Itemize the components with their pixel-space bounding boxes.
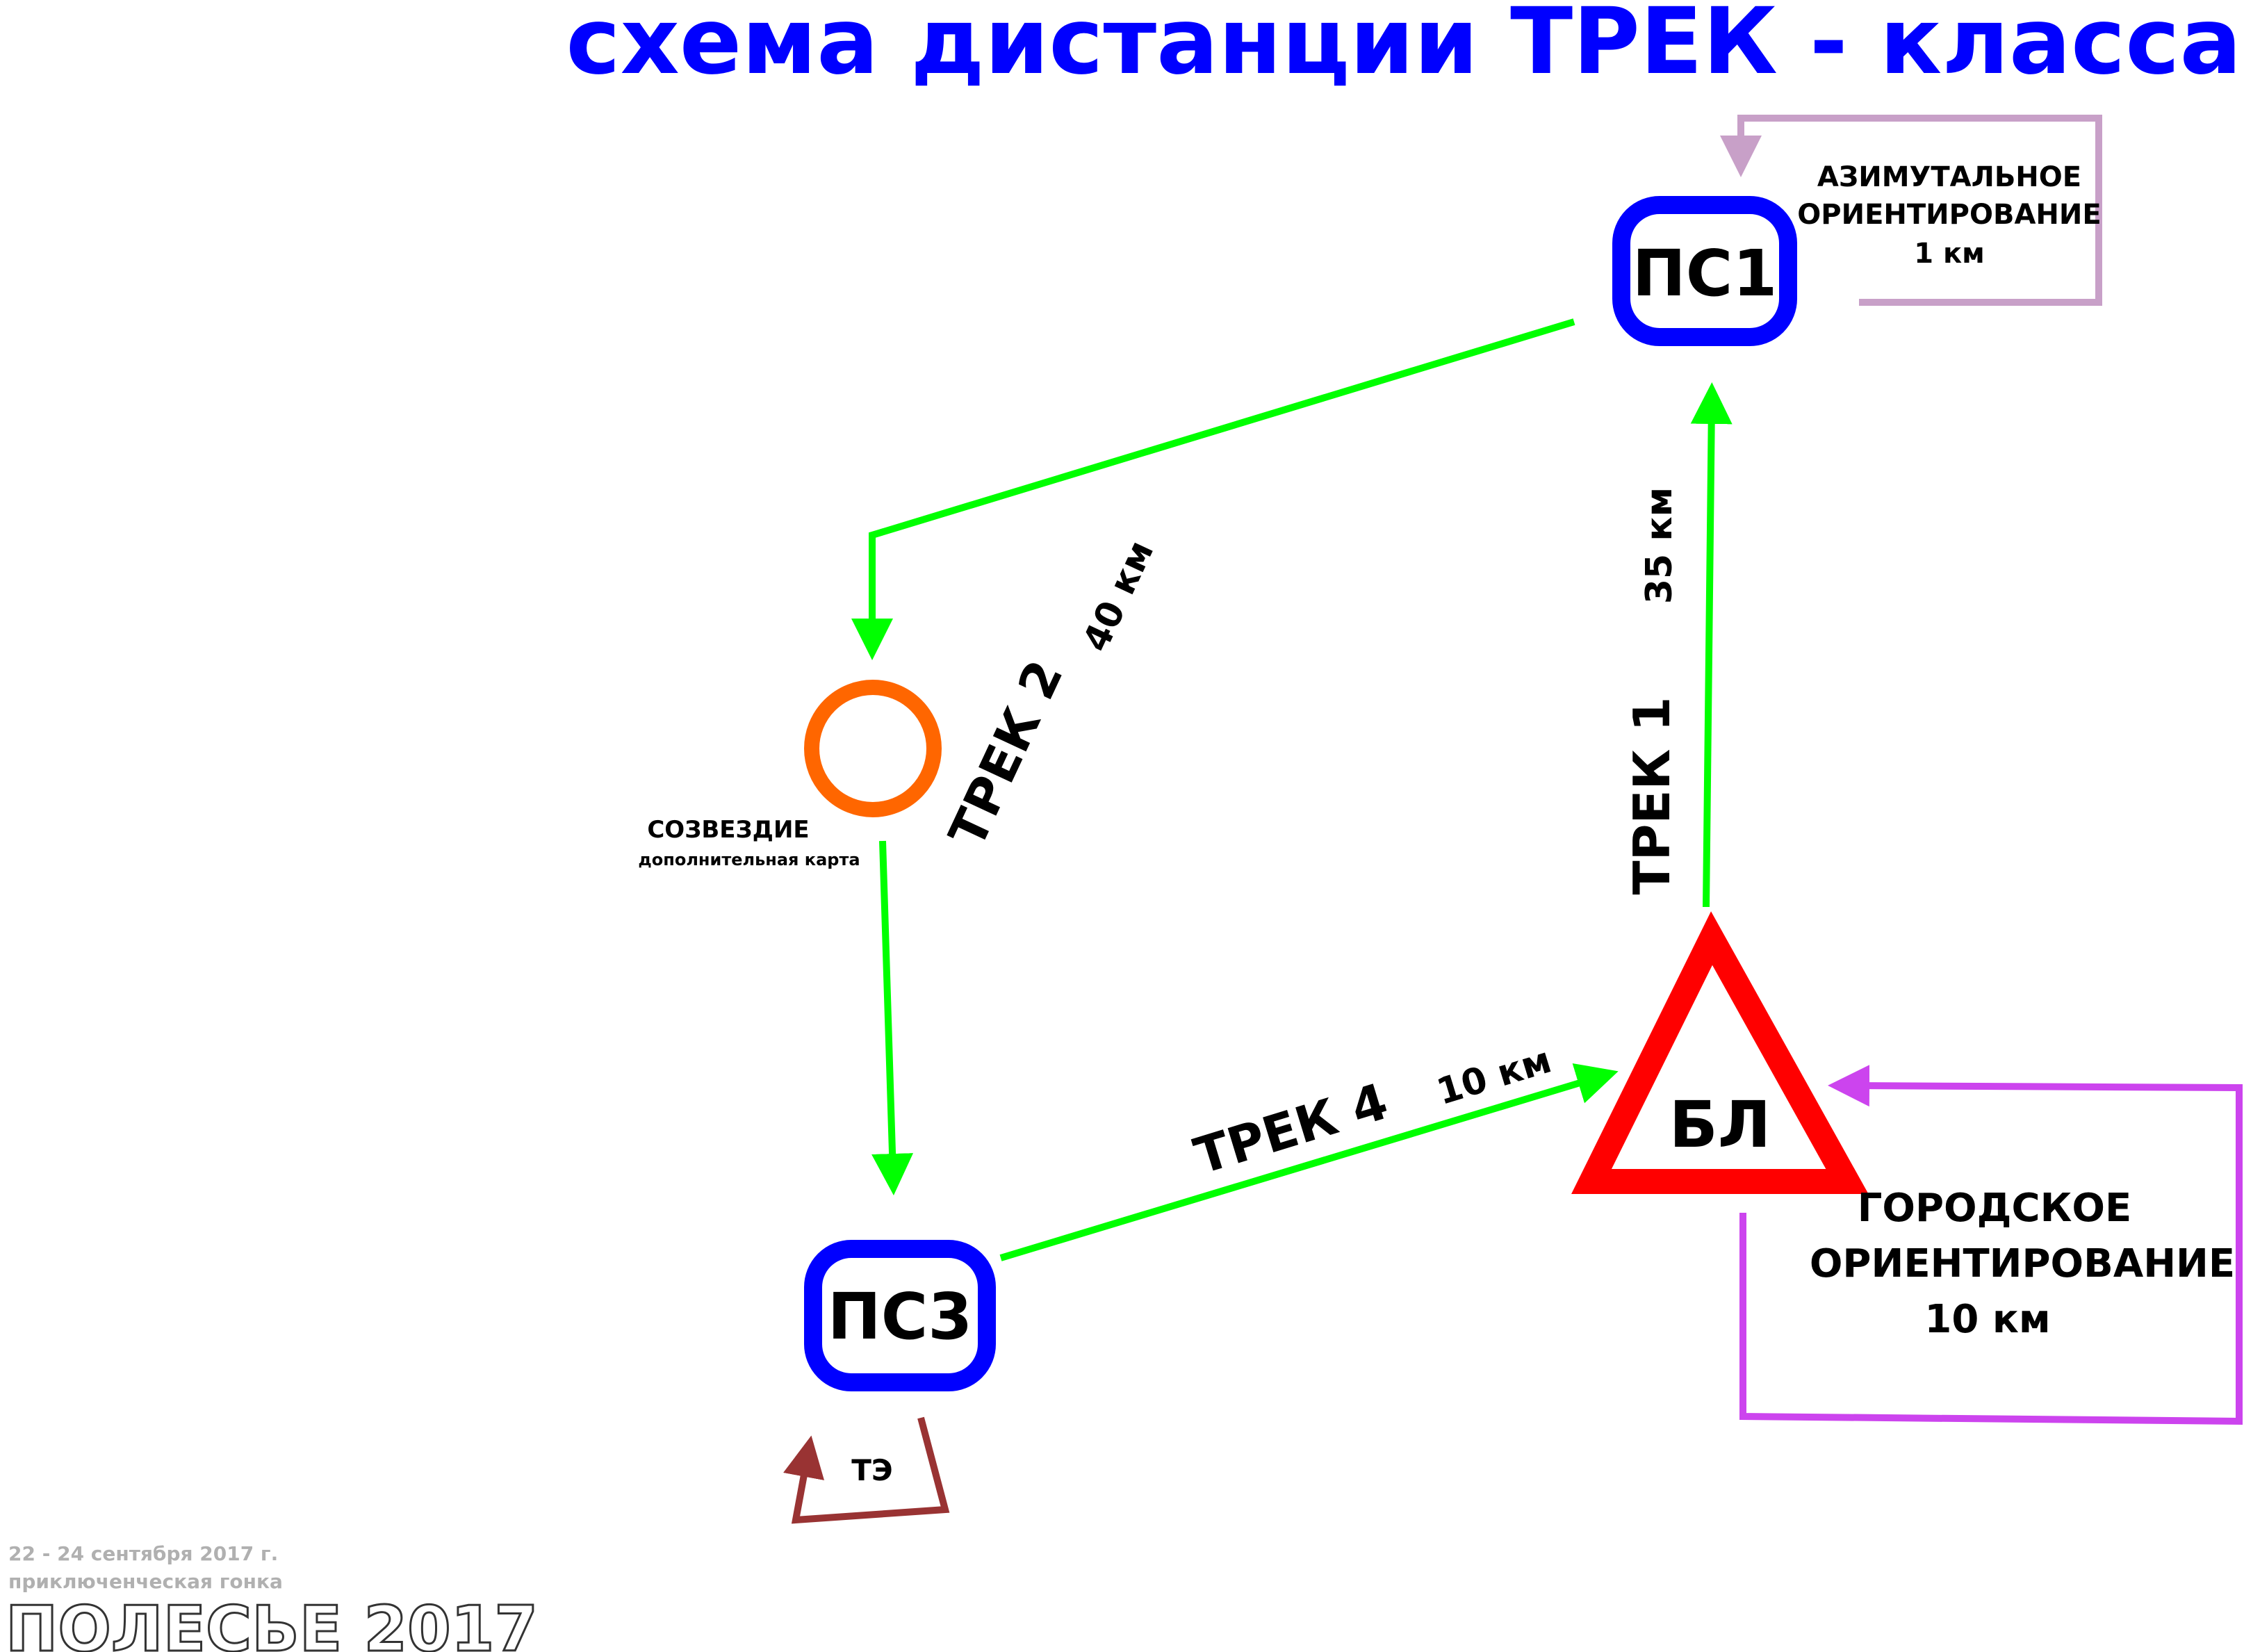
- track4-distance: 10 км: [1432, 1039, 1556, 1113]
- constellation-to-ps3-arrow: [871, 840, 914, 1195]
- track4-arrow: [999, 1063, 1619, 1261]
- track-arrows: [851, 318, 1733, 1261]
- track1-label: ТРЕК 1: [1623, 696, 1681, 894]
- track1-distance: 35 км: [1639, 487, 1680, 604]
- track2-distance: 40 км: [1075, 534, 1162, 658]
- checkpoint-ps1-label: ПС1: [1632, 236, 1778, 311]
- footer-subtitle: приключенческая гонка: [8, 1570, 283, 1593]
- te-label: ТЭ: [851, 1453, 892, 1487]
- constellation-sublabel: дополнительная карта: [638, 850, 860, 869]
- track2-arrow: [851, 318, 1575, 660]
- base-camp-label: БЛ: [1669, 1088, 1771, 1162]
- city-loop-arrow: [1739, 1065, 2243, 1425]
- city-label: ГОРОДСКОЕ ОРИЕНТИРОВАНИЕ 10 км: [1810, 1186, 2235, 1342]
- track1-arrow: [1690, 382, 1733, 908]
- footer-dates: 22 - 24 сентября 2017 г.: [8, 1542, 278, 1565]
- te-loop-arrow: [783, 1416, 950, 1524]
- base-camp-bl[interactable]: БЛ: [1571, 911, 1869, 1194]
- city-line1: ГОРОДСКОЕ: [1858, 1186, 2132, 1231]
- track2-labels: ТРЕК 2 40 км: [937, 534, 1162, 856]
- azimuth-loop-arrow: [1720, 115, 2102, 306]
- constellation-label: СОЗВЕЗДИЕ: [647, 816, 809, 844]
- city-distance: 10 км: [1924, 1297, 2050, 1342]
- azimuth-line1: АЗИМУТАЛЬНОЕ: [1817, 161, 2081, 193]
- footer-event: ПОЛЕСЬЕ 2017: [6, 1593, 538, 1652]
- track4-labels: ТРЕК 4 10 км: [1188, 1039, 1556, 1185]
- checkpoint-ps1[interactable]: ПС1: [1612, 196, 1797, 346]
- track1-labels: ТРЕК 1 35 км: [1623, 487, 1681, 895]
- checkpoint-ps3-label: ПС3: [828, 1279, 973, 1354]
- constellation-marker[interactable]: СОЗВЕЗДИЕ дополнительная карта: [638, 680, 942, 869]
- footer: 22 - 24 сентября 2017 г. приключенческая…: [5, 1542, 539, 1652]
- city-line2: ОРИЕНТИРОВАНИЕ: [1810, 1241, 2235, 1286]
- checkpoint-ps3[interactable]: ПС3: [804, 1240, 996, 1391]
- track2-label: ТРЕК 2: [937, 651, 1074, 856]
- azimuth-label: АЗИМУТАЛЬНОЕ ОРИЕНТИРОВАНИЕ 1 км: [1797, 161, 2101, 270]
- azimuth-line2: ОРИЕНТИРОВАНИЕ: [1797, 199, 2101, 231]
- azimuth-distance: 1 км: [1914, 238, 1985, 270]
- diagram-title: схема дистанции ТРЕК - класса: [566, 0, 2241, 95]
